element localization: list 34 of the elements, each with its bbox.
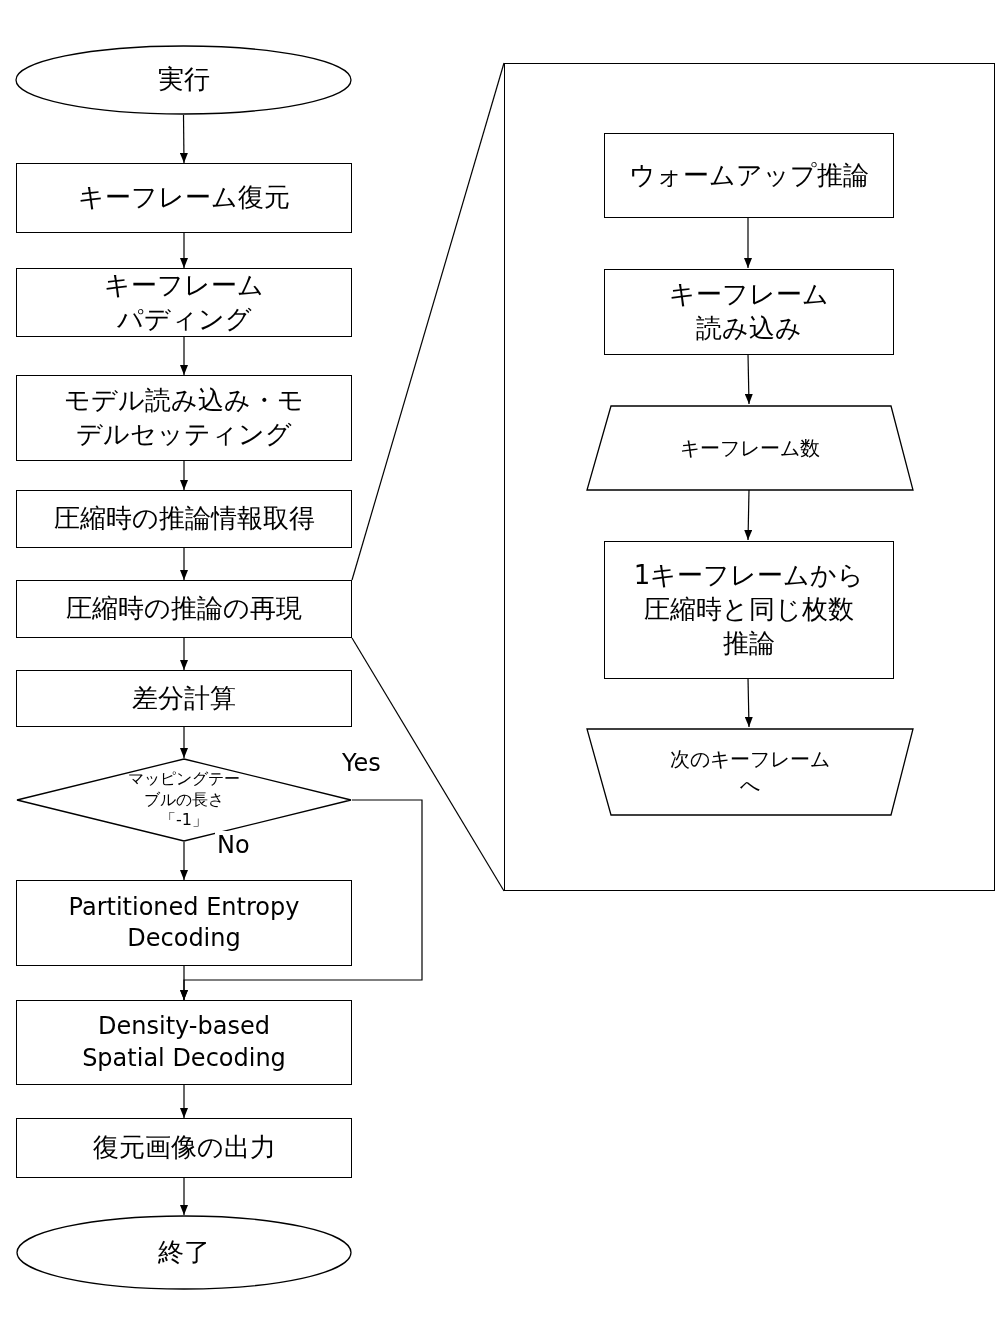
arrow [180, 1177, 188, 1216]
arrow [180, 637, 188, 671]
process-box: キーフレームパディング [16, 268, 352, 337]
arrow [180, 460, 188, 491]
process-box: ウォームアップ推論 [604, 133, 894, 218]
arrow [744, 489, 753, 541]
process-box: 圧縮時の推論の再現 [16, 580, 352, 638]
arrow [744, 216, 752, 269]
terminal-ellipse: 終了 [16, 1215, 352, 1290]
zoom-line [351, 62, 505, 581]
arrow [744, 677, 753, 728]
arrow [180, 965, 188, 1001]
process-box: 復元画像の出力 [16, 1118, 352, 1178]
process-box: Density-based Spatial Decoding [16, 1000, 352, 1085]
arrow [180, 1084, 188, 1119]
process-box: 差分計算 [16, 670, 352, 727]
process-box: モデル読み込み・モデルセッティング [16, 375, 352, 461]
process-box: Partitioned Entropy Decoding [16, 880, 352, 966]
arrow [180, 841, 188, 881]
zoom-line [351, 637, 505, 892]
arrow [180, 232, 188, 269]
arrow [179, 114, 188, 164]
arrow [744, 353, 753, 405]
input-trapezoid: キーフレーム数 [586, 405, 914, 491]
process-box: キーフレーム復元 [16, 163, 352, 233]
process-box: キーフレーム読み込み [604, 269, 894, 355]
loop-end-trapezoid: 次のキーフレームへ [586, 728, 914, 816]
process-box: 圧縮時の推論情報取得 [16, 490, 352, 548]
arrow [180, 547, 188, 581]
process-box: 1キーフレームから圧縮時と同じ枚数推論 [604, 541, 894, 679]
detail-panel [504, 63, 995, 891]
arrow [180, 726, 188, 759]
terminal-ellipse: 実行 [15, 45, 352, 115]
arrow [180, 336, 188, 376]
